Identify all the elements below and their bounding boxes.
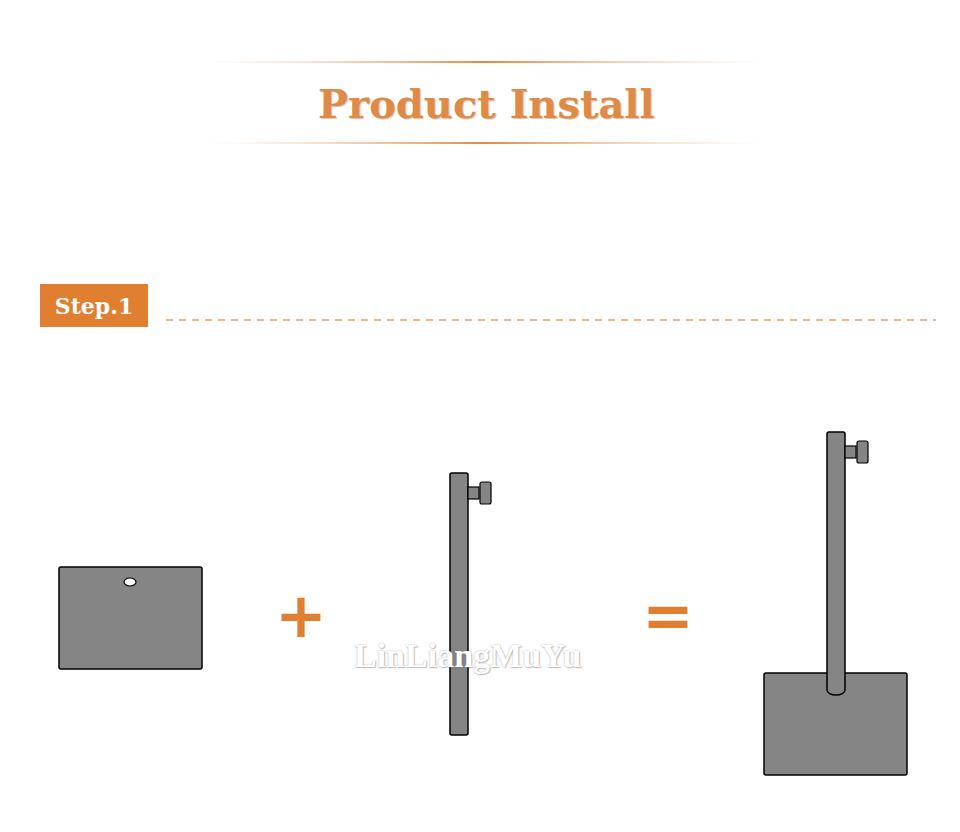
title-rule xyxy=(205,61,765,63)
watermark: LinLiangMuYu xyxy=(354,639,581,673)
equals-sign: = xyxy=(642,585,694,647)
pole xyxy=(450,473,491,735)
base-plate xyxy=(59,567,202,669)
title-rule xyxy=(205,142,765,144)
assembled-stand xyxy=(764,432,907,775)
step-label: Step.1 xyxy=(40,293,148,319)
plus-sign: + xyxy=(275,585,327,647)
page-title: Product Install xyxy=(318,80,655,127)
dashed-rule xyxy=(166,319,936,321)
step-badge: Step.1 xyxy=(40,284,148,327)
